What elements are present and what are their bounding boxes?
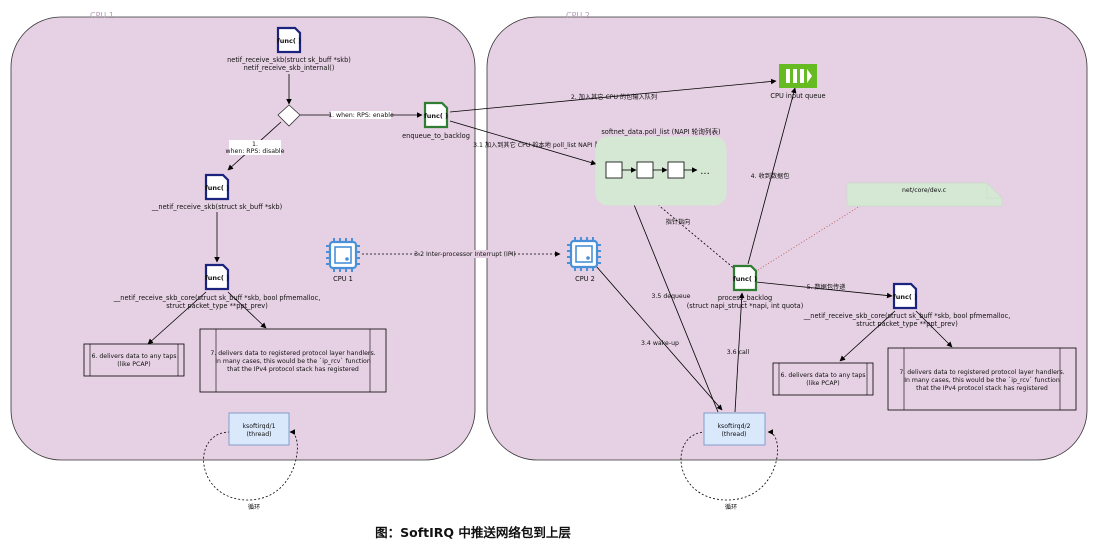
edge-to-input-queue <box>449 78 777 113</box>
protocol-left-label-3: that the IPv4 protocol stack has registe… <box>227 366 359 373</box>
ksoftirqd1-box: ksoftirqd/1 (thread) <box>228 412 290 446</box>
edge-core-to-taps-right <box>839 310 896 362</box>
func-icon-core-right: func( ) <box>892 282 918 310</box>
poll-list-ellipsis: ... <box>700 166 710 177</box>
label-pointer: 指针指向 <box>666 218 691 226</box>
note-dev-c-label: net/core/dev.c <box>902 187 947 194</box>
func-icon-core-left: func( ) <box>204 263 230 291</box>
label-loop-right: 循环 <box>725 503 737 511</box>
netif-receive-skb-underscore-label: __netif_receive_skb(struct sk_buff *skb) <box>151 203 282 211</box>
queue-icon <box>779 64 817 88</box>
cpu1-region-title: CPU 1 <box>90 11 114 20</box>
func-icon-label: func( ) <box>733 275 757 283</box>
label-rps-disable-2: when: RPS: disable <box>226 148 285 155</box>
edge-core-to-taps-left <box>147 291 207 345</box>
cpu2-chip-label: CPU 2 <box>575 275 595 283</box>
cpu2-chip-icon <box>567 237 601 271</box>
core-right-label-1: __netif_receive_skb_core(struct sk_buff … <box>803 312 1011 320</box>
label-call: 3.6 call <box>727 349 750 356</box>
cpu1-region: CPU 1 <box>10 11 476 461</box>
taps-right-label-1: 6. delivers data to any taps <box>780 372 865 379</box>
label-pkt-pass: 5. 数据包传递 <box>807 283 846 291</box>
process-backlog-label-1: process_backlog <box>718 294 772 302</box>
edge-core-to-protocol-left <box>227 291 267 329</box>
ksoftirqd1-label-1: ksoftirqd/1 <box>242 423 275 430</box>
protocol-right-label-2: In many cases, this would be the `ip_rcv… <box>904 376 1060 384</box>
ksoftirqd1-label-2: (thread) <box>246 431 271 438</box>
ksoftirqd2-label-1: ksoftirqd/2 <box>717 423 750 430</box>
protocol-left-label-2: In many cases, this would be the `ip_rcv… <box>215 357 371 365</box>
label-ipi: 3.2 Inter-processor Interrupt (IPI) <box>414 251 516 258</box>
label-rps-disable-1: 1. <box>252 141 258 148</box>
label-receive-pkt: 4. 收到数据包 <box>751 172 790 180</box>
poll-list-node-3 <box>667 161 685 179</box>
poll-list-node-1 <box>605 161 623 179</box>
loop-left <box>203 429 298 501</box>
cpu2-region: CPU 2 <box>486 11 1088 461</box>
taps-right-label-2: (like PCAP) <box>806 380 839 387</box>
edge-call <box>734 292 745 413</box>
func-icon-label: func( ) <box>205 184 229 192</box>
edge-pkt-pass <box>755 281 893 299</box>
label-wakeup: 3.4 wake-up <box>641 340 679 347</box>
core-left-label-2: struct packet_type **ppt_prev) <box>166 302 268 310</box>
taps-left-label-1: 6. delivers data to any taps <box>91 353 176 360</box>
netif-receive-skb-label-2: netif_receive_skb_internal() <box>244 64 335 72</box>
func-icon-netif-receive-skb: func( ) <box>276 26 302 54</box>
protocol-left-box: 7. delivers data to registered protocol … <box>199 328 387 393</box>
protocol-right-label-3: that the IPv4 protocol stack has registe… <box>916 385 1048 392</box>
figure-caption: 图：SoftIRQ 中推送网络包到上层 <box>375 525 571 540</box>
func-icon-label: func( ) <box>205 274 229 282</box>
edge-core-to-protocol-right <box>915 310 953 348</box>
rps-decision-diamond <box>277 104 301 127</box>
edge-to-poll-list <box>449 120 597 166</box>
label-loop-left: 循环 <box>248 503 260 511</box>
edge-labels: 1. when: RPS: enable 1. when: RPS: disab… <box>226 93 846 511</box>
func-icon-label: func( ) <box>424 112 448 120</box>
process-backlog-label-2: (struct napi_struct *napi, int quota) <box>687 302 804 310</box>
protocol-right-label-1: 7. delivers data to registered protocol … <box>899 369 1064 376</box>
taps-left-label-2: (like PCAP) <box>117 361 150 368</box>
edges <box>147 74 953 501</box>
func-icon-netif-receive-skb-internal: func( ) <box>204 173 230 201</box>
cpu1-chip-icon <box>326 238 360 272</box>
func-icon-label: func( ) <box>277 37 301 45</box>
poll-list-container: softnet_data.poll_list (NAPI 轮询列表) ... <box>595 127 727 206</box>
cpu2-region-title: CPU 2 <box>566 11 590 20</box>
func-icon-label: func( ) <box>893 293 917 301</box>
loop-right <box>680 429 778 501</box>
taps-right-box: 6. delivers data to any taps (like PCAP) <box>772 362 874 396</box>
edge-note-link <box>757 205 861 271</box>
cpu1-chip-label: CPU 1 <box>333 275 353 283</box>
core-right-label-2: struct packet_type **ppt_prev) <box>856 320 958 328</box>
edge-wakeup <box>595 265 723 411</box>
label-rps-enable: 1. when: RPS: enable <box>328 112 394 119</box>
poll-list-node-2 <box>636 161 654 179</box>
label-dequeue: 3.5 dequeue <box>652 293 691 300</box>
netif-receive-skb-label-1: netif_receive_skb(struct sk_buff *skb) <box>227 56 351 64</box>
protocol-left-label-1: 7. delivers data to registered protocol … <box>210 350 375 357</box>
ksoftirqd2-label-2: (thread) <box>721 431 746 438</box>
label-add-to-poll: 3.1 加入到其它 CPU 的本地 poll_list NAPI 队列 <box>473 141 607 149</box>
ksoftirqd2-box: ksoftirqd/2 (thread) <box>703 412 766 446</box>
core-left-label-1: __netif_receive_skb_core(struct sk_buff … <box>113 294 321 302</box>
edge-receive-pkt <box>747 87 797 265</box>
label-add-to-queue: 2. 加入其它 CPU 的包输入队列 <box>571 93 657 101</box>
func-icon-process-backlog: func( ) <box>732 264 758 292</box>
enqueue-to-backlog-label: enqueue_to_backlog <box>402 132 470 140</box>
cpu-input-queue-label: CPU input queue <box>770 92 825 100</box>
poll-list-title: softnet_data.poll_list (NAPI 轮询列表) <box>601 127 720 136</box>
taps-left-box: 6. delivers data to any taps (like PCAP) <box>83 343 185 377</box>
protocol-right-box: 7. delivers data to registered protocol … <box>887 347 1077 411</box>
note-dev-c: net/core/dev.c <box>846 182 1003 207</box>
edge-dequeue <box>623 179 719 413</box>
func-icon-enqueue-to-backlog: func( ) <box>423 101 449 129</box>
